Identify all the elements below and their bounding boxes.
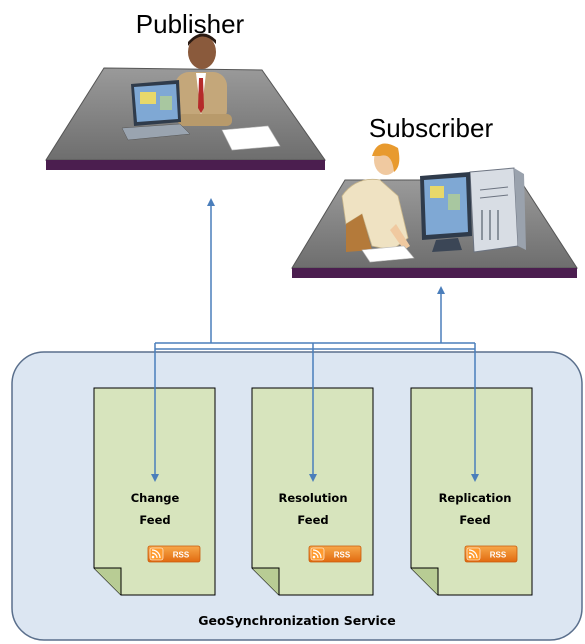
document-fold: [94, 567, 122, 595]
subscriber-label: Subscriber: [369, 113, 494, 143]
document-fold: [252, 567, 280, 595]
feed-change: Change Feed RSS: [93, 387, 216, 596]
service-label: GeoSynchronization Service: [198, 613, 395, 628]
feed-title-line2: Feed: [297, 513, 328, 527]
feed-title-line2: Feed: [459, 513, 490, 527]
publisher-person-icon: [175, 33, 232, 126]
rss-feed-icon: [466, 547, 481, 561]
document-shape: [251, 387, 374, 596]
publisher-label: Publisher: [136, 9, 245, 39]
subscriber-scene: Subscriber: [291, 113, 578, 278]
rss-label: RSS: [334, 551, 351, 560]
feed-title-line1: Change: [131, 491, 180, 505]
feed-title-line1: Resolution: [278, 491, 347, 505]
computer-tower-icon: [469, 167, 526, 253]
rss-label: RSS: [490, 551, 507, 560]
publisher-scene: Publisher: [45, 9, 326, 170]
rss-feed-icon: [310, 547, 325, 561]
publisher-desk-edge: [46, 160, 325, 170]
document-fold: [411, 567, 439, 595]
subscriber-person-icon: [341, 143, 410, 252]
rss-badge: RSS: [464, 545, 518, 563]
feed-resolution: Resolution Feed RSS: [251, 387, 374, 596]
paper-icon: [361, 245, 415, 263]
feed-replication: Replication Feed RSS: [410, 387, 533, 596]
rss-badge: RSS: [308, 545, 362, 563]
feed-title-line2: Feed: [139, 513, 170, 527]
subscriber-desk-edge: [292, 268, 577, 278]
rss-feed-icon: [149, 547, 164, 561]
connectors: [151, 198, 479, 482]
monitor-icon: [420, 172, 472, 252]
laptop-icon: [121, 80, 191, 141]
feed-title-line1: Replication: [439, 491, 512, 505]
rss-label: RSS: [173, 551, 190, 560]
rss-badge: RSS: [147, 545, 201, 563]
paper-icon: [221, 125, 281, 151]
document-shape: [410, 387, 533, 596]
document-shape: [93, 387, 216, 596]
